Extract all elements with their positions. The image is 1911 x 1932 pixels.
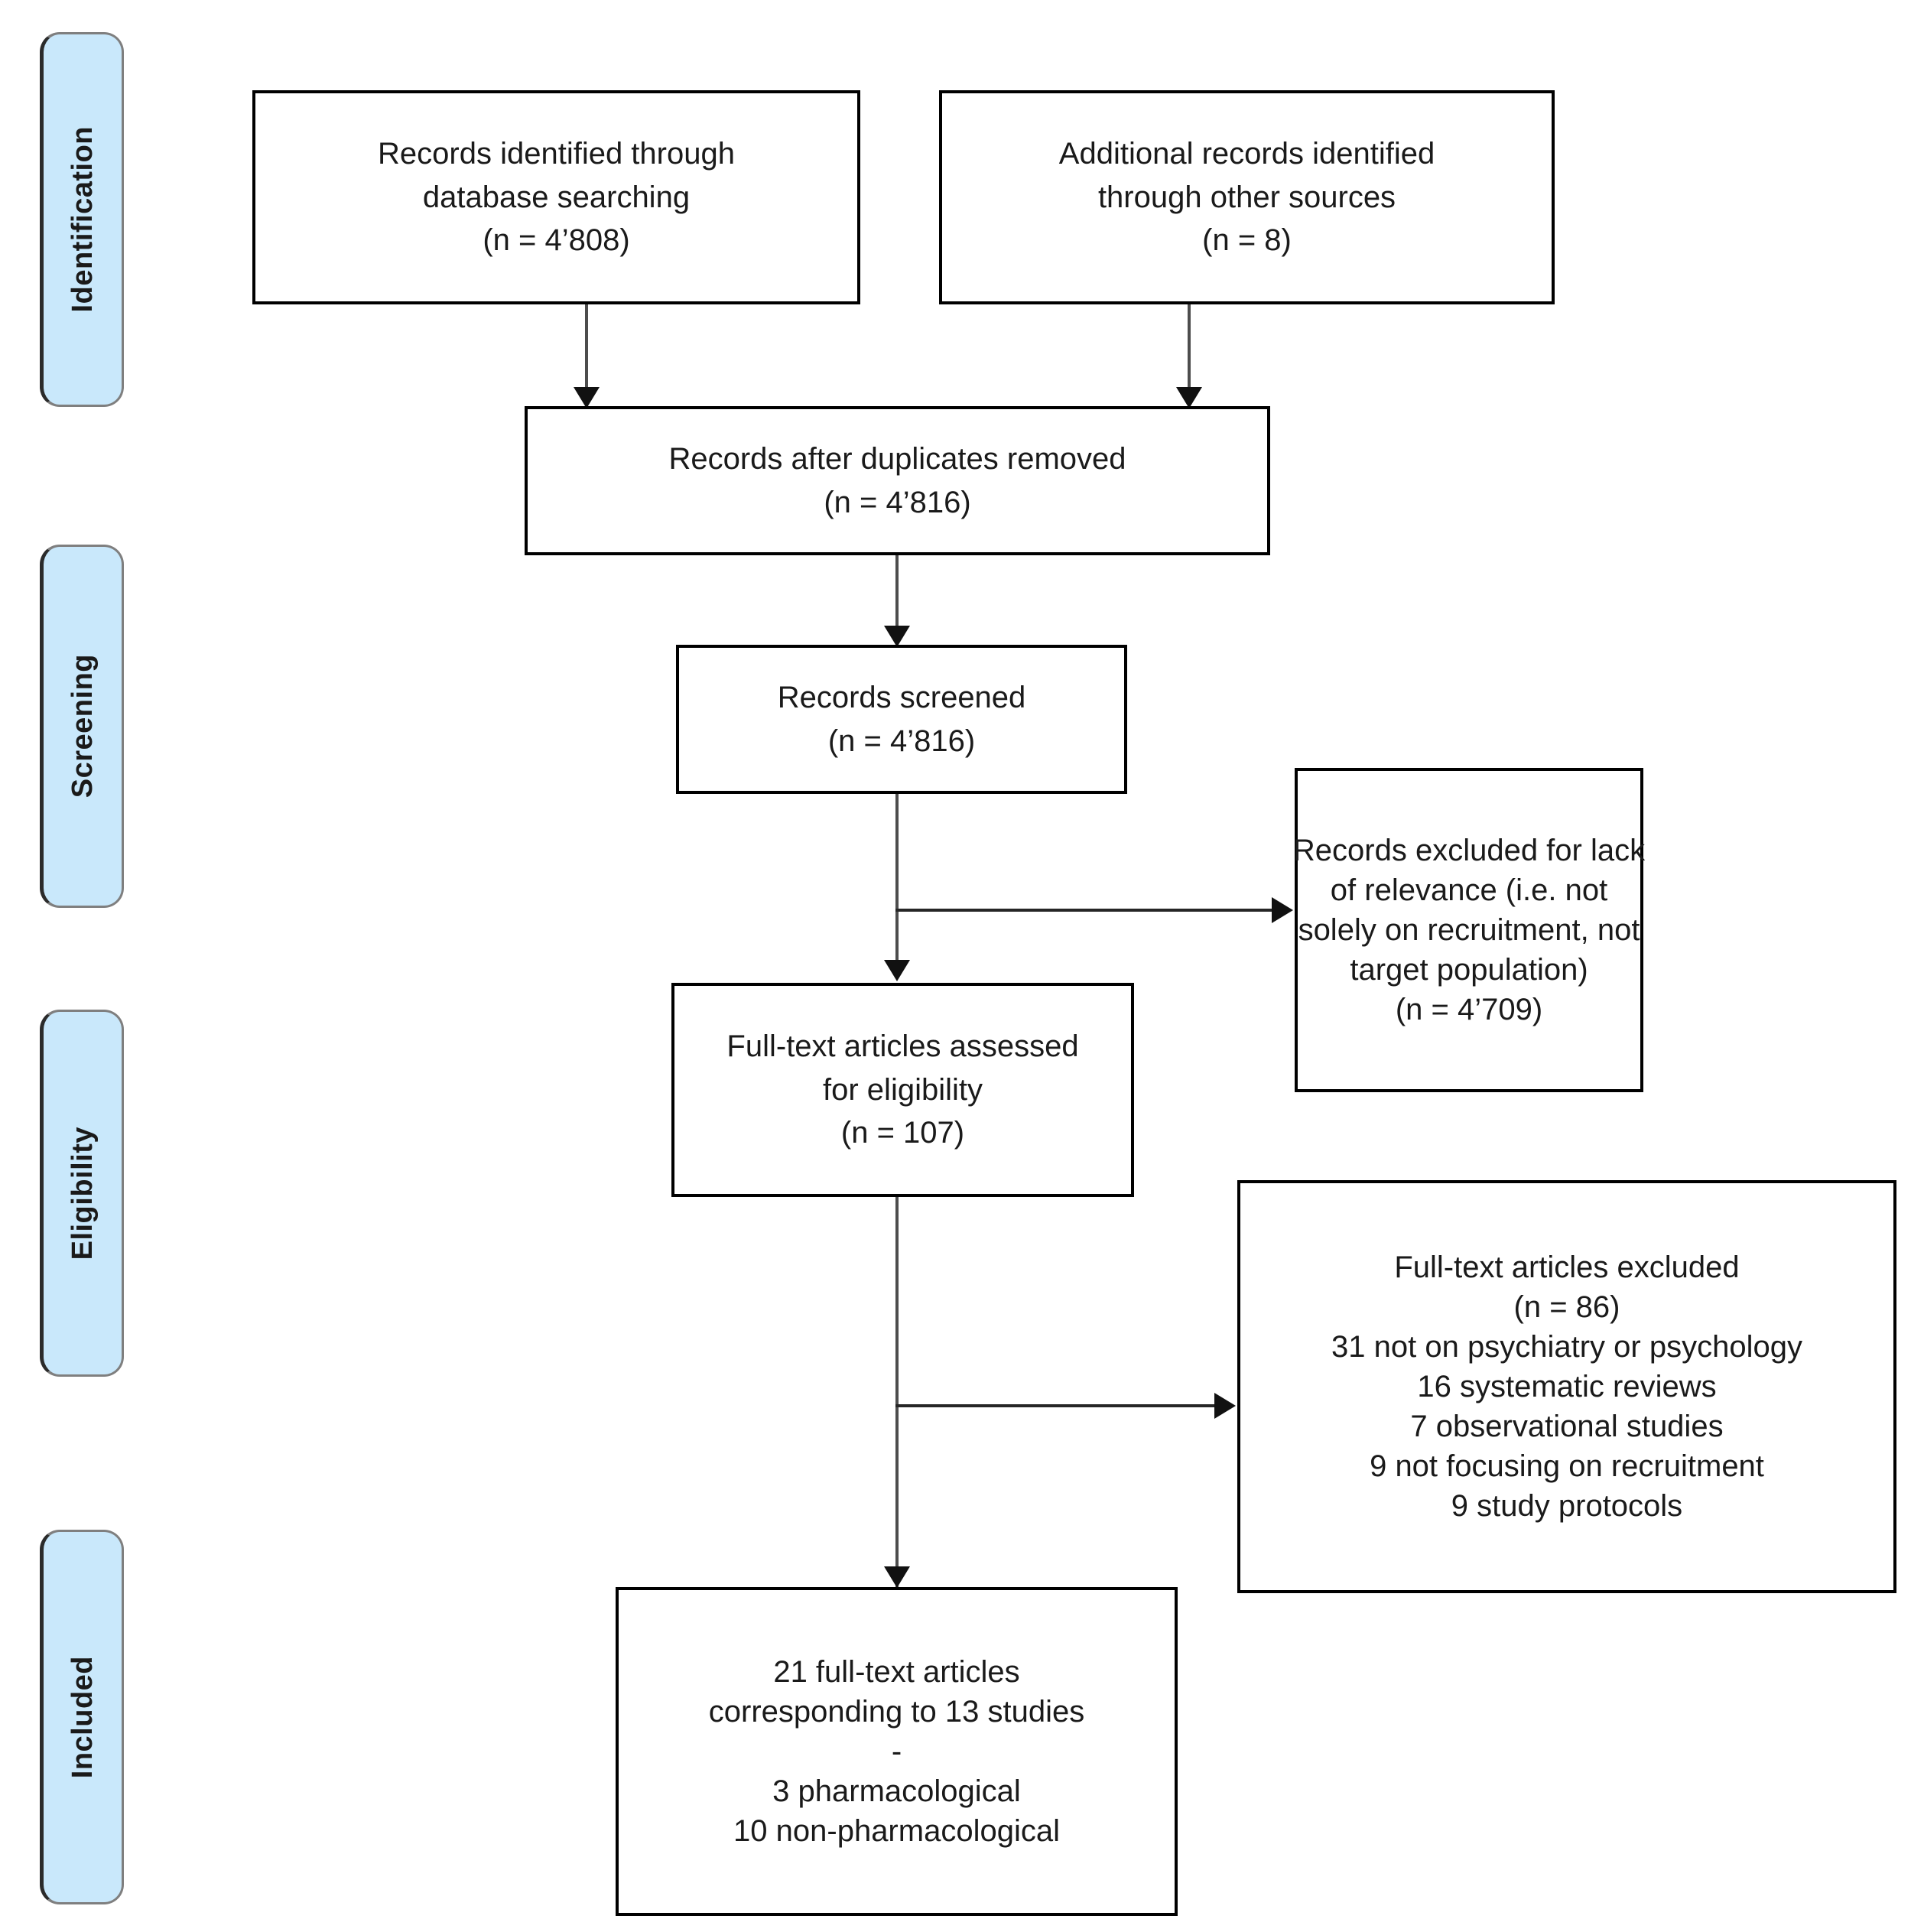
box-database-search-line-1: Records identified through <box>378 136 735 171</box>
box-included-studies-line-2: corresponding to 13 studies <box>708 1695 1085 1729</box>
stage-pill-screening: Screening <box>40 545 124 908</box>
stage-pill-included: Included <box>40 1530 124 1904</box>
connector-fulltext-to-excluded <box>895 1404 1217 1407</box>
connector-other-to-duplicates <box>1188 304 1191 400</box>
box-after-duplicates: Records after duplicates removed (n = 4’… <box>525 406 1270 555</box>
box-fulltext-excluded-line-7: 9 study protocols <box>1451 1489 1683 1523</box>
box-records-excluded-line-1: Records excluded for lack <box>1292 834 1646 867</box>
stage-pill-identification: Identification <box>40 32 124 407</box>
box-included-studies-line-3: - <box>891 1735 902 1768</box>
arrowhead-screened-to-fulltext <box>884 960 910 981</box>
box-fulltext-excluded-line-4: 16 systematic reviews <box>1417 1370 1717 1403</box>
box-other-sources: Additional records identified through ot… <box>939 90 1555 304</box>
box-included-studies-line-5: 10 non-pharmacological <box>733 1814 1060 1848</box>
arrowhead-fulltext-to-excluded <box>1214 1393 1236 1419</box>
box-fulltext-assessed-line-1: Full-text articles assessed <box>726 1029 1079 1063</box>
box-records-screened: Records screened (n = 4’816) <box>676 645 1127 794</box>
stage-label-eligibility: Eligibility <box>66 1126 99 1260</box>
box-fulltext-excluded-line-5: 7 observational studies <box>1410 1410 1724 1443</box>
box-other-sources-line-2: through other sources <box>1097 180 1396 214</box>
box-after-duplicates-line-1: Records after duplicates removed <box>668 441 1126 476</box>
box-fulltext-assessed-line-3: (n = 107) <box>840 1116 965 1150</box>
box-database-search-line-3: (n = 4’808) <box>483 223 630 258</box>
box-included-studies: 21 full-text articles corresponding to 1… <box>616 1587 1178 1916</box>
box-records-excluded-line-4: target population) <box>1350 953 1588 987</box>
box-fulltext-excluded-line-1: Full-text articles excluded <box>1394 1251 1740 1284</box>
stage-label-screening: Screening <box>66 654 99 798</box>
box-included-studies-line-1: 21 full-text articles <box>773 1655 1020 1689</box>
connector-screened-to-fulltext <box>895 794 899 970</box>
box-database-search-line-2: database searching <box>422 180 691 214</box>
connector-duplicates-to-screened <box>895 555 899 641</box>
box-fulltext-excluded-line-2: (n = 86) <box>1513 1290 1620 1324</box>
box-fulltext-excluded: Full-text articles excluded (n = 86) 31 … <box>1237 1180 1896 1593</box>
box-records-excluded-line-5: (n = 4’709) <box>1395 993 1543 1026</box>
box-fulltext-assessed-line-2: for eligibility <box>823 1072 983 1107</box>
stage-label-included: Included <box>66 1655 99 1779</box>
box-records-excluded: Records excluded for lack of relevance (… <box>1292 768 1646 1092</box>
box-records-excluded-line-3: solely on recruitment, not <box>1298 913 1640 947</box>
box-records-screened-line-1: Records screened <box>777 680 1026 714</box>
box-fulltext-assessed: Full-text articles assessed for eligibil… <box>671 983 1134 1197</box>
box-fulltext-excluded-line-3: 31 not on psychiatry or psychology <box>1331 1330 1802 1364</box>
box-records-excluded-line-2: of relevance (i.e. not <box>1330 873 1608 907</box>
box-after-duplicates-line-2: (n = 4’816) <box>824 485 971 519</box>
stage-label-identification: Identification <box>66 126 99 313</box>
arrowhead-other-to-duplicates <box>1176 387 1202 408</box>
box-fulltext-excluded-line-6: 9 not focusing on recruitment <box>1370 1449 1764 1483</box>
arrowhead-database-to-duplicates <box>574 387 600 408</box>
box-database-search: Records identified through database sear… <box>252 90 860 304</box>
box-other-sources-line-3: (n = 8) <box>1202 223 1292 258</box>
box-other-sources-line-1: Additional records identified <box>1058 136 1435 171</box>
arrowhead-duplicates-to-screened <box>884 626 910 647</box>
box-records-screened-line-2: (n = 4’816) <box>827 724 976 758</box>
stage-pill-eligibility: Eligibility <box>40 1010 124 1377</box>
arrowhead-fulltext-to-included <box>884 1566 910 1588</box>
box-included-studies-line-4: 3 pharmacological <box>772 1774 1021 1808</box>
connector-fulltext-to-included <box>895 1197 899 1595</box>
connector-database-to-duplicates <box>585 304 588 400</box>
connector-screened-to-excluded <box>895 909 1274 912</box>
arrowhead-screened-to-excluded <box>1272 897 1293 923</box>
